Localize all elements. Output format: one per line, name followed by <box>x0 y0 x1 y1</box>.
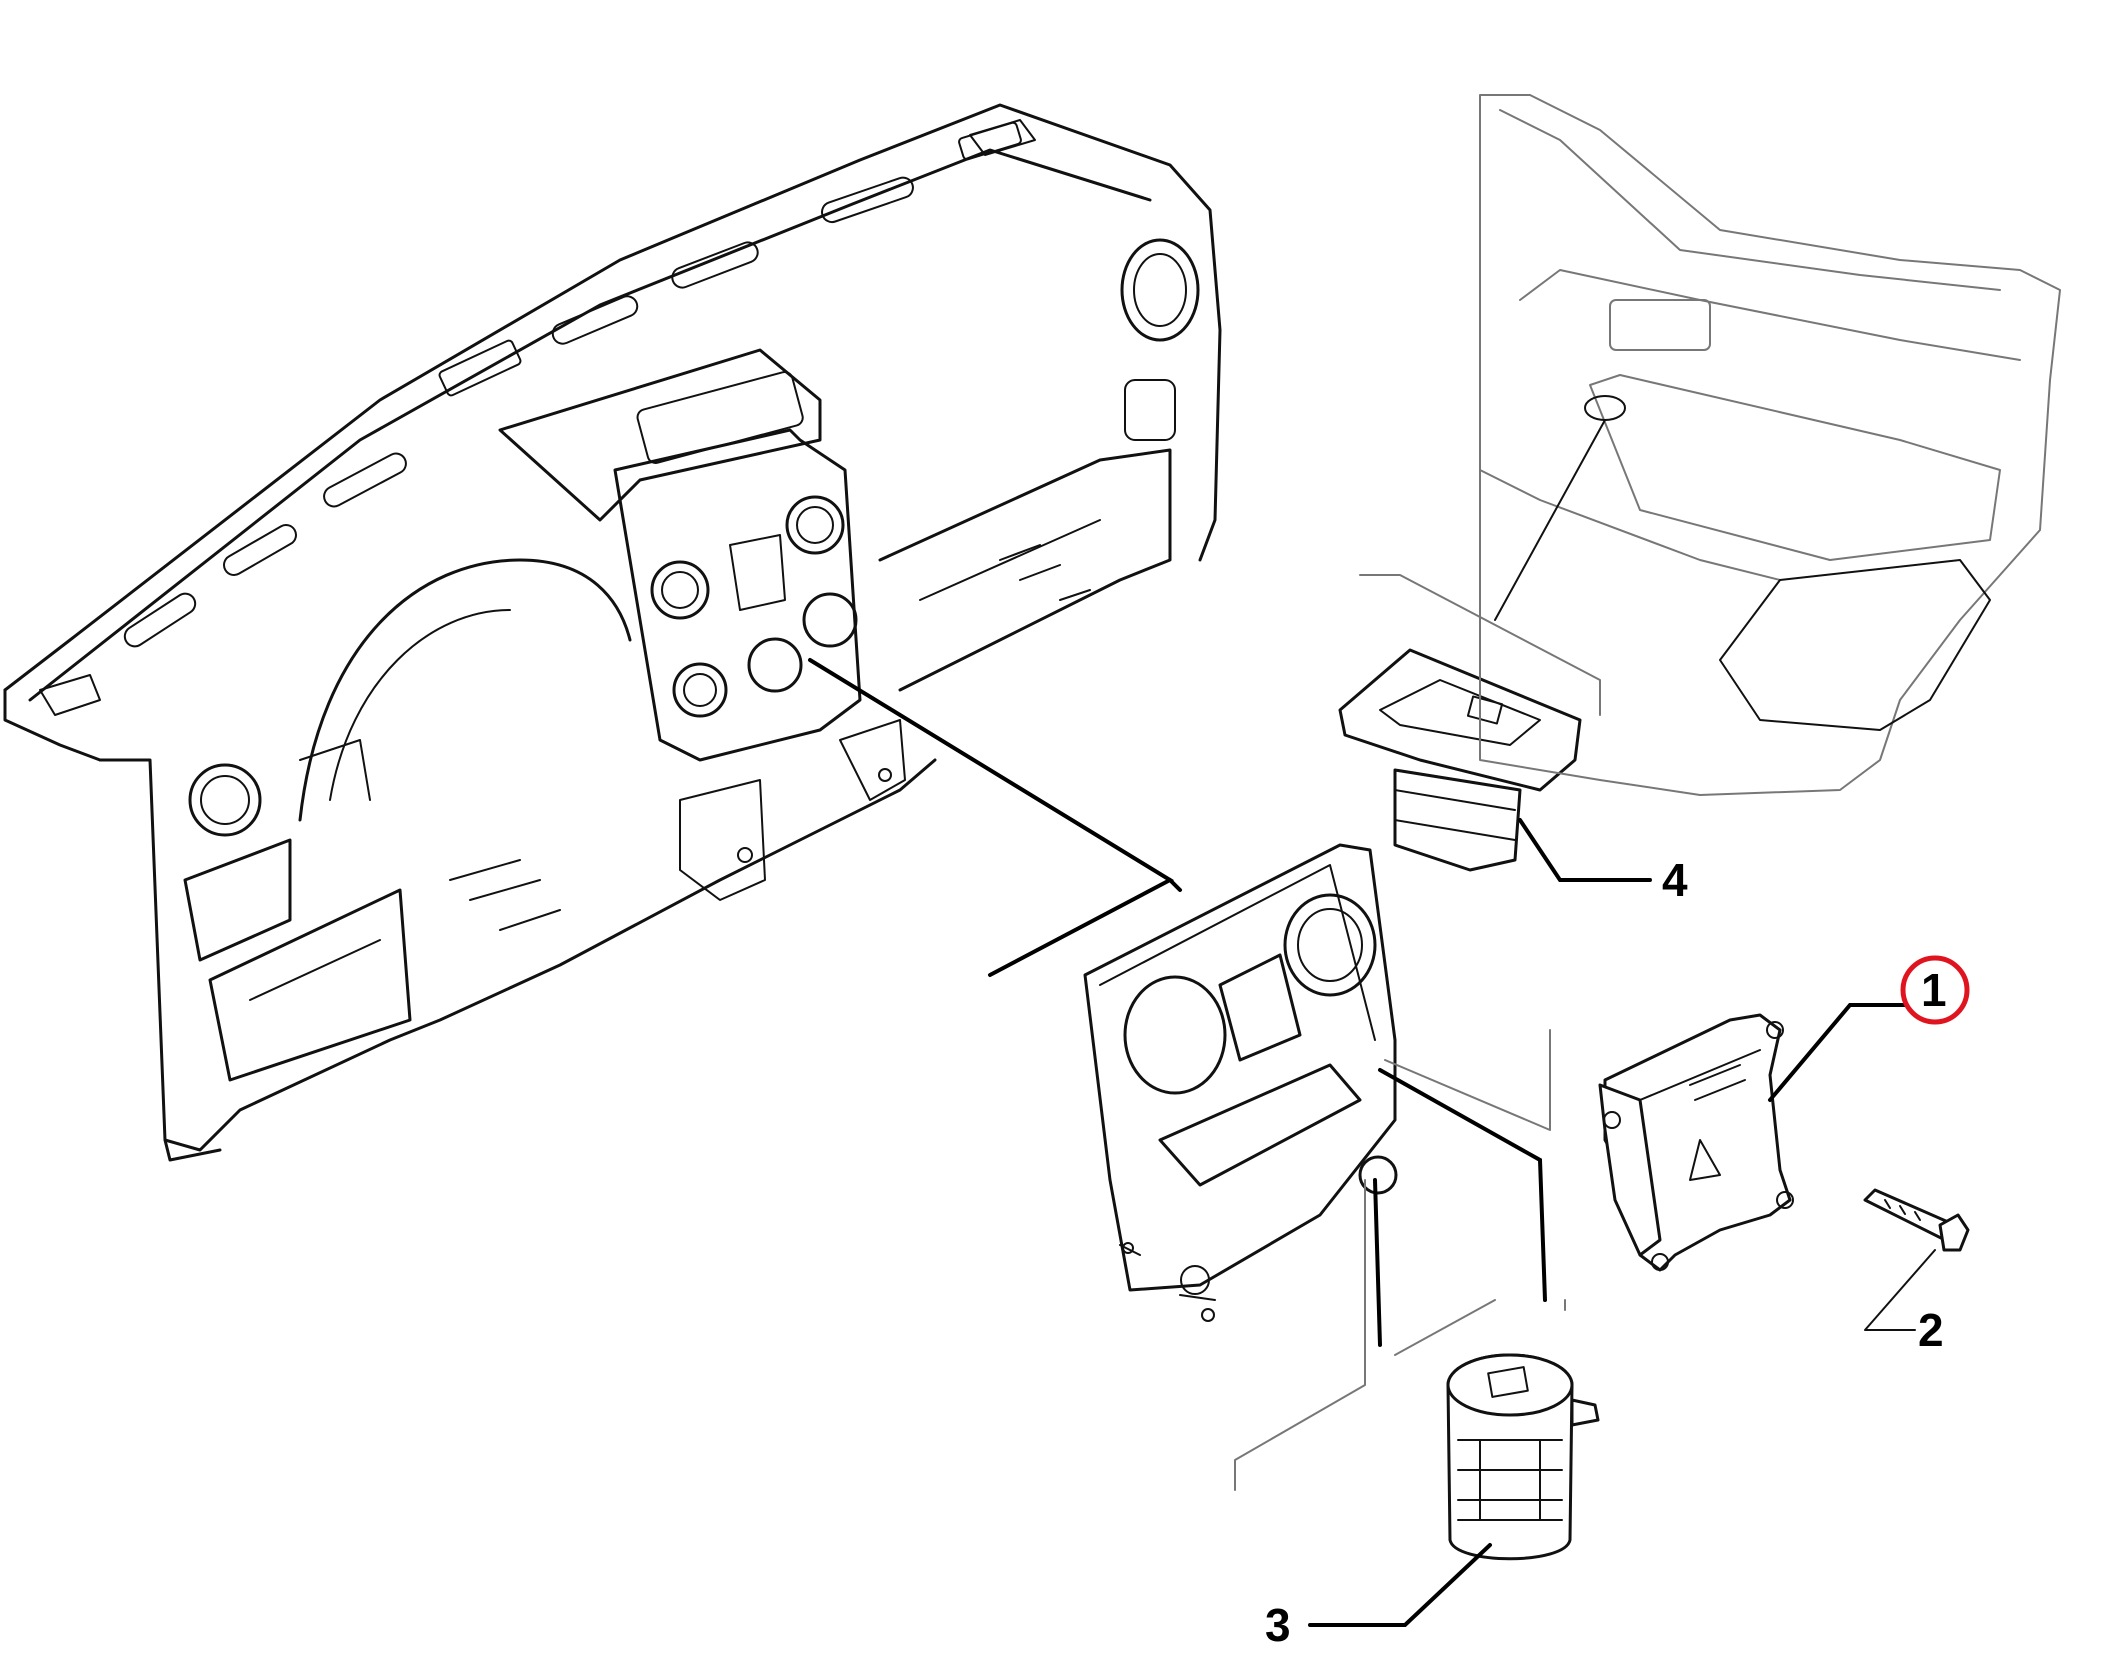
bezel-socket-hole <box>1358 1155 1398 1195</box>
hazard-triangle-icon <box>1689 1139 1721 1181</box>
bezel-vent-left <box>1123 975 1227 1095</box>
bezel-vent-right <box>1283 893 1377 997</box>
callout-3: 3 <box>1265 1599 1291 1651</box>
leader-4 <box>1518 818 1652 882</box>
leader-2 <box>1864 1249 1936 1331</box>
hazard-switch-part-1 <box>1598 1013 1794 1272</box>
right-air-vent <box>1120 238 1200 342</box>
callout-1: 1 <box>1921 964 1947 1016</box>
callout-1-highlight <box>1900 955 1970 1025</box>
center-vent-3 <box>672 662 728 718</box>
door-panel-inset <box>1479 94 2061 796</box>
window-switch-part-4 <box>1338 648 1582 872</box>
bolt-part-2 <box>1863 1188 1970 1252</box>
dashboard-assembly <box>3 103 1222 1162</box>
center-console-bezel <box>1083 843 1398 1322</box>
door-pocket-mesh <box>1719 559 1991 731</box>
power-socket-part-3 <box>1446 1353 1600 1561</box>
left-air-vent <box>188 763 262 837</box>
dashboard-vent-slots <box>123 121 1022 648</box>
center-vent-2 <box>785 495 845 555</box>
bracket-part-3 <box>1234 1179 1366 1491</box>
leader-door-to-switch <box>1494 419 1606 621</box>
leader-dashboard-to-panel <box>808 658 1175 977</box>
leader-1 <box>1768 1003 1907 1102</box>
center-vent-1 <box>650 560 710 620</box>
leader-3 <box>1308 1543 1492 1627</box>
callout-2: 2 <box>1918 1304 1944 1356</box>
callout-4: 4 <box>1662 854 1688 906</box>
bracket-part-4 <box>1359 574 1601 716</box>
door-switch-cavity <box>1584 395 1626 421</box>
